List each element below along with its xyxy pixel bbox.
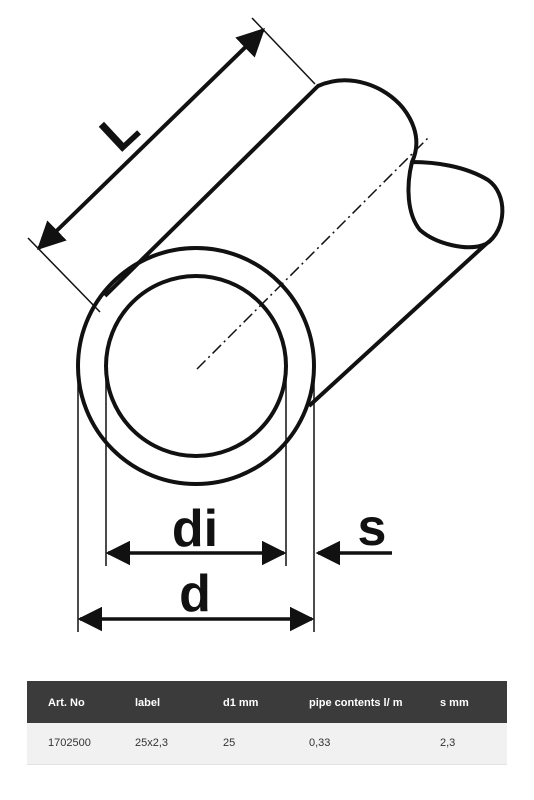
pipe-cross-section [76, 246, 316, 486]
pipe-outline-lower [307, 242, 488, 408]
cell-pipe-contents: 0,33 [288, 723, 419, 765]
cell-s-mm: 2,3 [419, 723, 507, 765]
cell-d1-mm: 25 [202, 723, 288, 765]
inner-circle [104, 274, 288, 458]
wall-thickness-label: s [358, 499, 387, 557]
inner-diameter-dimension: di [105, 500, 287, 566]
center-line [196, 137, 429, 370]
cell-art-no: 1702500 [27, 723, 114, 765]
header-label: label [114, 681, 202, 723]
inner-diameter-label: di [172, 500, 218, 558]
length-dimension-arrow [36, 28, 266, 250]
spec-table: Art. No label d1 mm pipe contents l/ m s… [27, 681, 507, 765]
header-d1-mm: d1 mm [202, 681, 288, 723]
length-extension-line-bottom [27, 237, 101, 313]
pipe-dimension-diagram: L di s d [27, 17, 505, 632]
pipe-body [103, 78, 505, 408]
outer-circle [76, 246, 316, 486]
pipe-outline-upper [103, 78, 419, 298]
cell-label: 25x2,3 [114, 723, 202, 765]
pipe-far-end [406, 160, 505, 250]
wall-thickness-dimension: s [315, 499, 392, 566]
header-s-mm: s mm [419, 681, 507, 723]
header-pipe-contents: pipe contents l/ m [288, 681, 419, 723]
outer-diameter-dimension: d [77, 565, 315, 632]
outer-diameter-label: d [179, 565, 211, 623]
length-dimension: L [27, 17, 316, 313]
table-header-row: Art. No label d1 mm pipe contents l/ m s… [27, 681, 507, 723]
length-extension-line-top [251, 17, 316, 85]
diameter-extension-lines [77, 378, 315, 632]
table-row: 1702500 25x2,3 25 0,33 2,3 [27, 723, 507, 765]
length-label: L [89, 100, 150, 162]
header-art-no: Art. No [27, 681, 114, 723]
